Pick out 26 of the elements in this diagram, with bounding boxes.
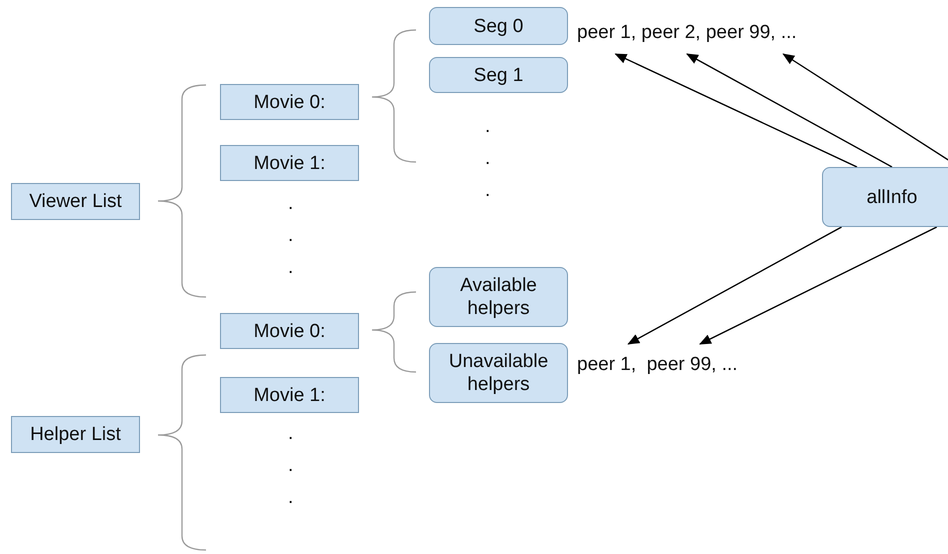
arrow	[686, 53, 892, 168]
ellipsis-dot: .	[288, 194, 294, 214]
rounded-box: allInfo	[822, 167, 948, 227]
ellipsis-dot: .	[288, 488, 294, 508]
process-box: Viewer List	[11, 183, 140, 220]
ellipsis-dot: .	[288, 226, 294, 246]
rounded-box: Seg 0	[429, 7, 568, 45]
arrow	[614, 53, 858, 168]
peer-list-text: peer 1, peer 99, ...	[577, 350, 782, 378]
ellipsis-dot: .	[485, 149, 490, 169]
ellipsis-dot: .	[288, 456, 294, 476]
arrow	[627, 226, 842, 345]
process-box: Movie 0:	[220, 84, 359, 120]
ellipsis-dot: .	[288, 424, 294, 444]
ellipsis-dot: .	[485, 181, 490, 201]
ellipsis-dot: .	[485, 117, 490, 137]
process-box: Movie 1:	[220, 145, 359, 181]
ellipsis-dot: .	[288, 258, 294, 278]
arrow	[699, 226, 938, 345]
rounded-box: Unavailable helpers	[429, 343, 568, 403]
peer-list-text: peer 1, peer 2, peer 99, ...	[577, 18, 852, 46]
process-box: Movie 1:	[220, 377, 359, 413]
rounded-box: Available helpers	[429, 267, 568, 327]
rounded-box: Seg 1	[429, 57, 568, 93]
process-box: Movie 0:	[220, 313, 359, 349]
process-box: Helper List	[11, 416, 140, 453]
